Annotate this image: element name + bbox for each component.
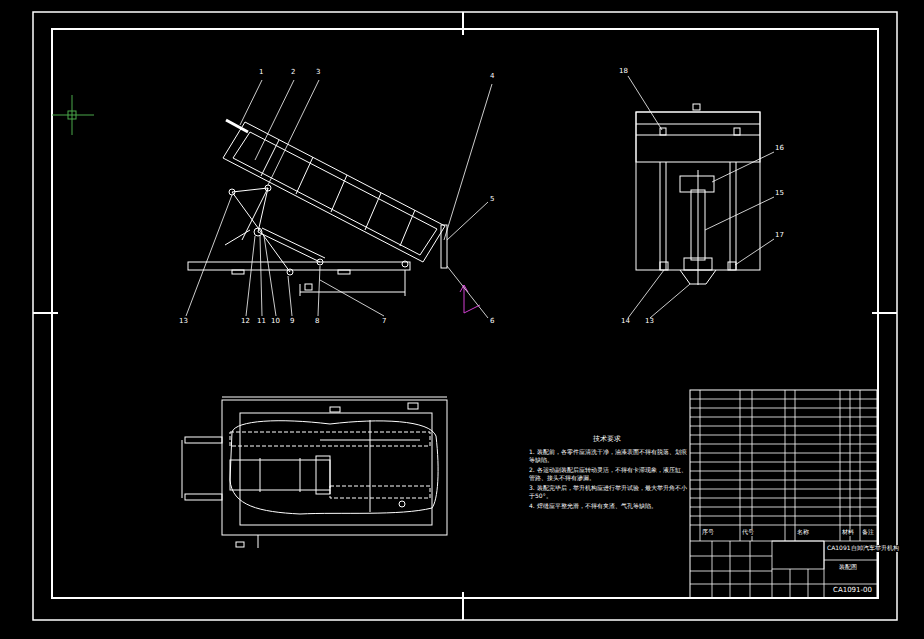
table-header: 备注	[861, 529, 875, 536]
table-header: 序号	[701, 529, 715, 536]
callout-number: 1	[258, 69, 264, 77]
drawing-title: CA1091自卸汽车举升机构	[826, 545, 900, 552]
callout-number: 8	[314, 318, 320, 326]
drawing-number: CA1091-00	[832, 587, 873, 595]
ucs-cursor	[52, 95, 94, 135]
callout-number: 4	[489, 73, 495, 81]
table-header: 代号	[741, 529, 755, 536]
drawing-subtitle: 装配图	[838, 564, 858, 571]
callout-number: 13	[178, 318, 189, 326]
callout-number: 5	[489, 196, 495, 204]
callout-number: 18	[618, 68, 629, 76]
notes-heading: 技术要求	[592, 436, 622, 444]
callout-number: 3	[315, 69, 321, 77]
callout-number: 12	[240, 318, 251, 326]
table-header: 名称	[796, 529, 810, 536]
technical-note: 4. 焊缝应平整光滑，不得有夹渣、气孔等缺陷。	[528, 502, 688, 510]
callout-number: 11	[256, 318, 267, 326]
technical-note: 2. 各运动副装配后应转动灵活，不得有卡滞现象，液压缸、管路、接头不得有渗漏。	[528, 466, 688, 482]
callout-number: 17	[774, 232, 785, 240]
callout-number: 9	[289, 318, 295, 326]
table-header: 材料	[841, 529, 855, 536]
callout-number: 13	[644, 318, 655, 326]
callout-number: 16	[774, 145, 785, 153]
callout-number: 2	[290, 69, 296, 77]
callout-number: 6	[489, 318, 495, 326]
callout-number: 10	[270, 318, 281, 326]
callout-number: 7	[381, 318, 387, 326]
technical-note: 3. 装配完毕后，举升机构应进行举升试验，最大举升角不小于50°。	[528, 484, 688, 500]
technical-note: 1. 装配前，各零件应清洗干净，油漆表面不得有脱落、划痕等缺陷。	[528, 448, 688, 464]
callout-number: 14	[620, 318, 631, 326]
callout-number: 15	[774, 190, 785, 198]
